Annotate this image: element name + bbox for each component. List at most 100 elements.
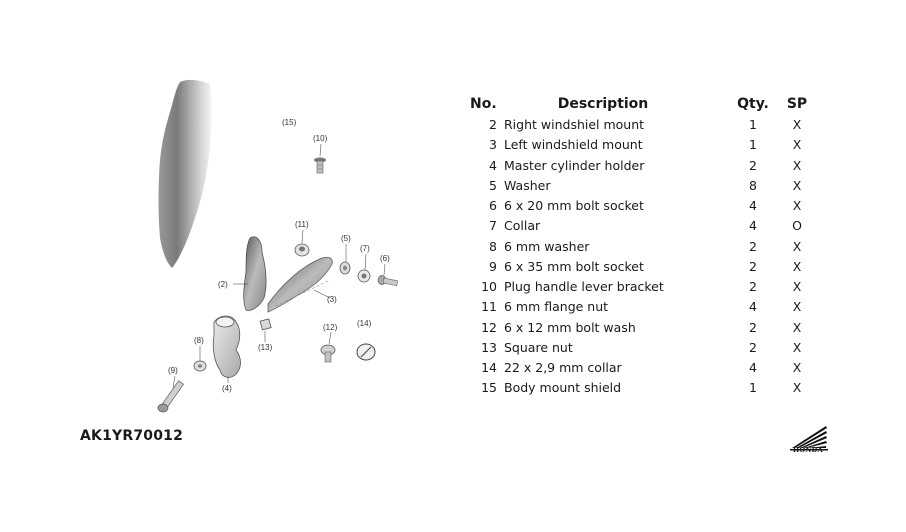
header-sp: SP [786, 96, 808, 112]
callout-13: (13) [258, 343, 273, 352]
leader-lines [172, 143, 386, 389]
row-description: Body mount shield [504, 380, 622, 396]
row-sp: X [792, 177, 802, 193]
row-description: 6 x 35 mm bolt socket [504, 258, 644, 274]
row-sp: X [792, 238, 802, 254]
reference-code: AK1YR70012 [80, 428, 184, 444]
row-description: Collar [504, 218, 541, 234]
row-description: 6 mm flange nut [504, 299, 609, 315]
exploded-parts-diagram: (15) (10) (11) (5) (7) (6) (2) (3) (12) … [157, 79, 399, 413]
header-no: No. [470, 96, 497, 112]
row-no: 5 [489, 177, 497, 193]
collar-14 [356, 343, 376, 361]
callout-2: (2) [218, 280, 228, 289]
windshield-mount-right [267, 256, 333, 313]
row-sp: X [792, 258, 802, 274]
row-sp: X [792, 137, 802, 153]
table-header-row: No. Description Qty. SP [466, 93, 815, 115]
row-no: 7 [489, 218, 497, 234]
row-description: 22 x 2,9 mm collar [504, 360, 622, 376]
table-row: 6 6 x 20 mm bolt socket 4 X [466, 196, 815, 216]
washer-8 [193, 360, 207, 372]
square-nut-13 [259, 318, 272, 331]
row-qty: 4 [749, 198, 757, 214]
bolt-6 [377, 275, 399, 287]
row-sp: X [792, 198, 802, 214]
row-sp: O [792, 218, 802, 234]
row-description: 6 x 20 mm bolt socket [504, 198, 644, 214]
header-qty: Qty. [737, 96, 769, 112]
table-row: 5 Washer 8 X [466, 176, 815, 196]
row-qty: 4 [749, 218, 757, 234]
row-sp: X [792, 360, 802, 376]
bolt-washer-12 [320, 344, 336, 363]
row-no: 14 [481, 360, 497, 376]
row-sp: X [792, 279, 802, 295]
flange-nut-11 [294, 243, 310, 257]
table-row: 14 22 x 2,9 mm collar 4 X [466, 358, 815, 378]
row-description: Master cylinder holder [504, 157, 645, 173]
row-sp: X [792, 299, 802, 315]
table-row: 15 Body mount shield 1 X [466, 378, 815, 398]
table-row: 7 Collar 4 O [466, 216, 815, 236]
row-qty: 8 [749, 177, 757, 193]
row-no: 10 [481, 279, 497, 295]
row-description: 6 mm washer [504, 238, 590, 254]
row-sp: X [792, 157, 802, 173]
row-qty: 2 [749, 238, 757, 254]
callout-8: (8) [194, 336, 204, 345]
row-no: 4 [489, 157, 497, 173]
row-no: 13 [481, 339, 497, 355]
row-description: Square nut [504, 339, 573, 355]
header-description: Description [557, 96, 649, 112]
callout-6: (6) [380, 254, 390, 263]
row-sp: X [792, 319, 802, 335]
callout-4: (4) [222, 384, 232, 393]
callout-7: (7) [360, 244, 370, 253]
master-cylinder-holder [212, 315, 241, 378]
row-no: 11 [481, 299, 497, 315]
row-qty: 1 [749, 380, 757, 396]
row-qty: 1 [749, 137, 757, 153]
table-row: 8 6 mm washer 2 X [466, 237, 815, 257]
callout-11: (11) [295, 220, 309, 229]
row-sp: X [792, 380, 802, 396]
callout-12: (12) [323, 323, 338, 332]
row-no: 12 [481, 319, 497, 335]
callout-3: (3) [327, 295, 337, 304]
windshield-part [158, 79, 212, 268]
row-qty: 4 [749, 299, 757, 315]
row-qty: 2 [749, 339, 757, 355]
washer-5 [339, 261, 351, 275]
row-no: 8 [489, 238, 497, 254]
row-qty: 4 [749, 360, 757, 376]
callout-9: (9) [168, 366, 178, 375]
row-no: 9 [489, 258, 497, 274]
honda-wing-icon [790, 426, 828, 451]
callout-10: (10) [313, 134, 328, 143]
table-row: 4 Master cylinder holder 2 X [466, 156, 815, 176]
callout-5: (5) [341, 234, 351, 243]
row-qty: 2 [749, 319, 757, 335]
row-no: 2 [489, 117, 497, 133]
row-description: Left windshield mount [504, 137, 643, 153]
table-row: 3 Left windshield mount 1 X [466, 135, 815, 155]
collar-7 [357, 269, 371, 283]
row-description: Washer [504, 177, 551, 193]
callout-15: (15) [282, 118, 297, 127]
table-row: 11 6 mm flange nut 4 X [466, 297, 815, 317]
windshield-mount-left [243, 236, 267, 311]
row-no: 15 [481, 380, 497, 396]
row-qty: 2 [749, 157, 757, 173]
row-no: 6 [489, 198, 497, 214]
row-no: 3 [489, 137, 497, 153]
row-description: Plug handle lever bracket [504, 279, 664, 295]
brand-name: HONDA [793, 446, 823, 454]
row-qty: 1 [749, 117, 757, 133]
callout-14: (14) [357, 319, 372, 328]
